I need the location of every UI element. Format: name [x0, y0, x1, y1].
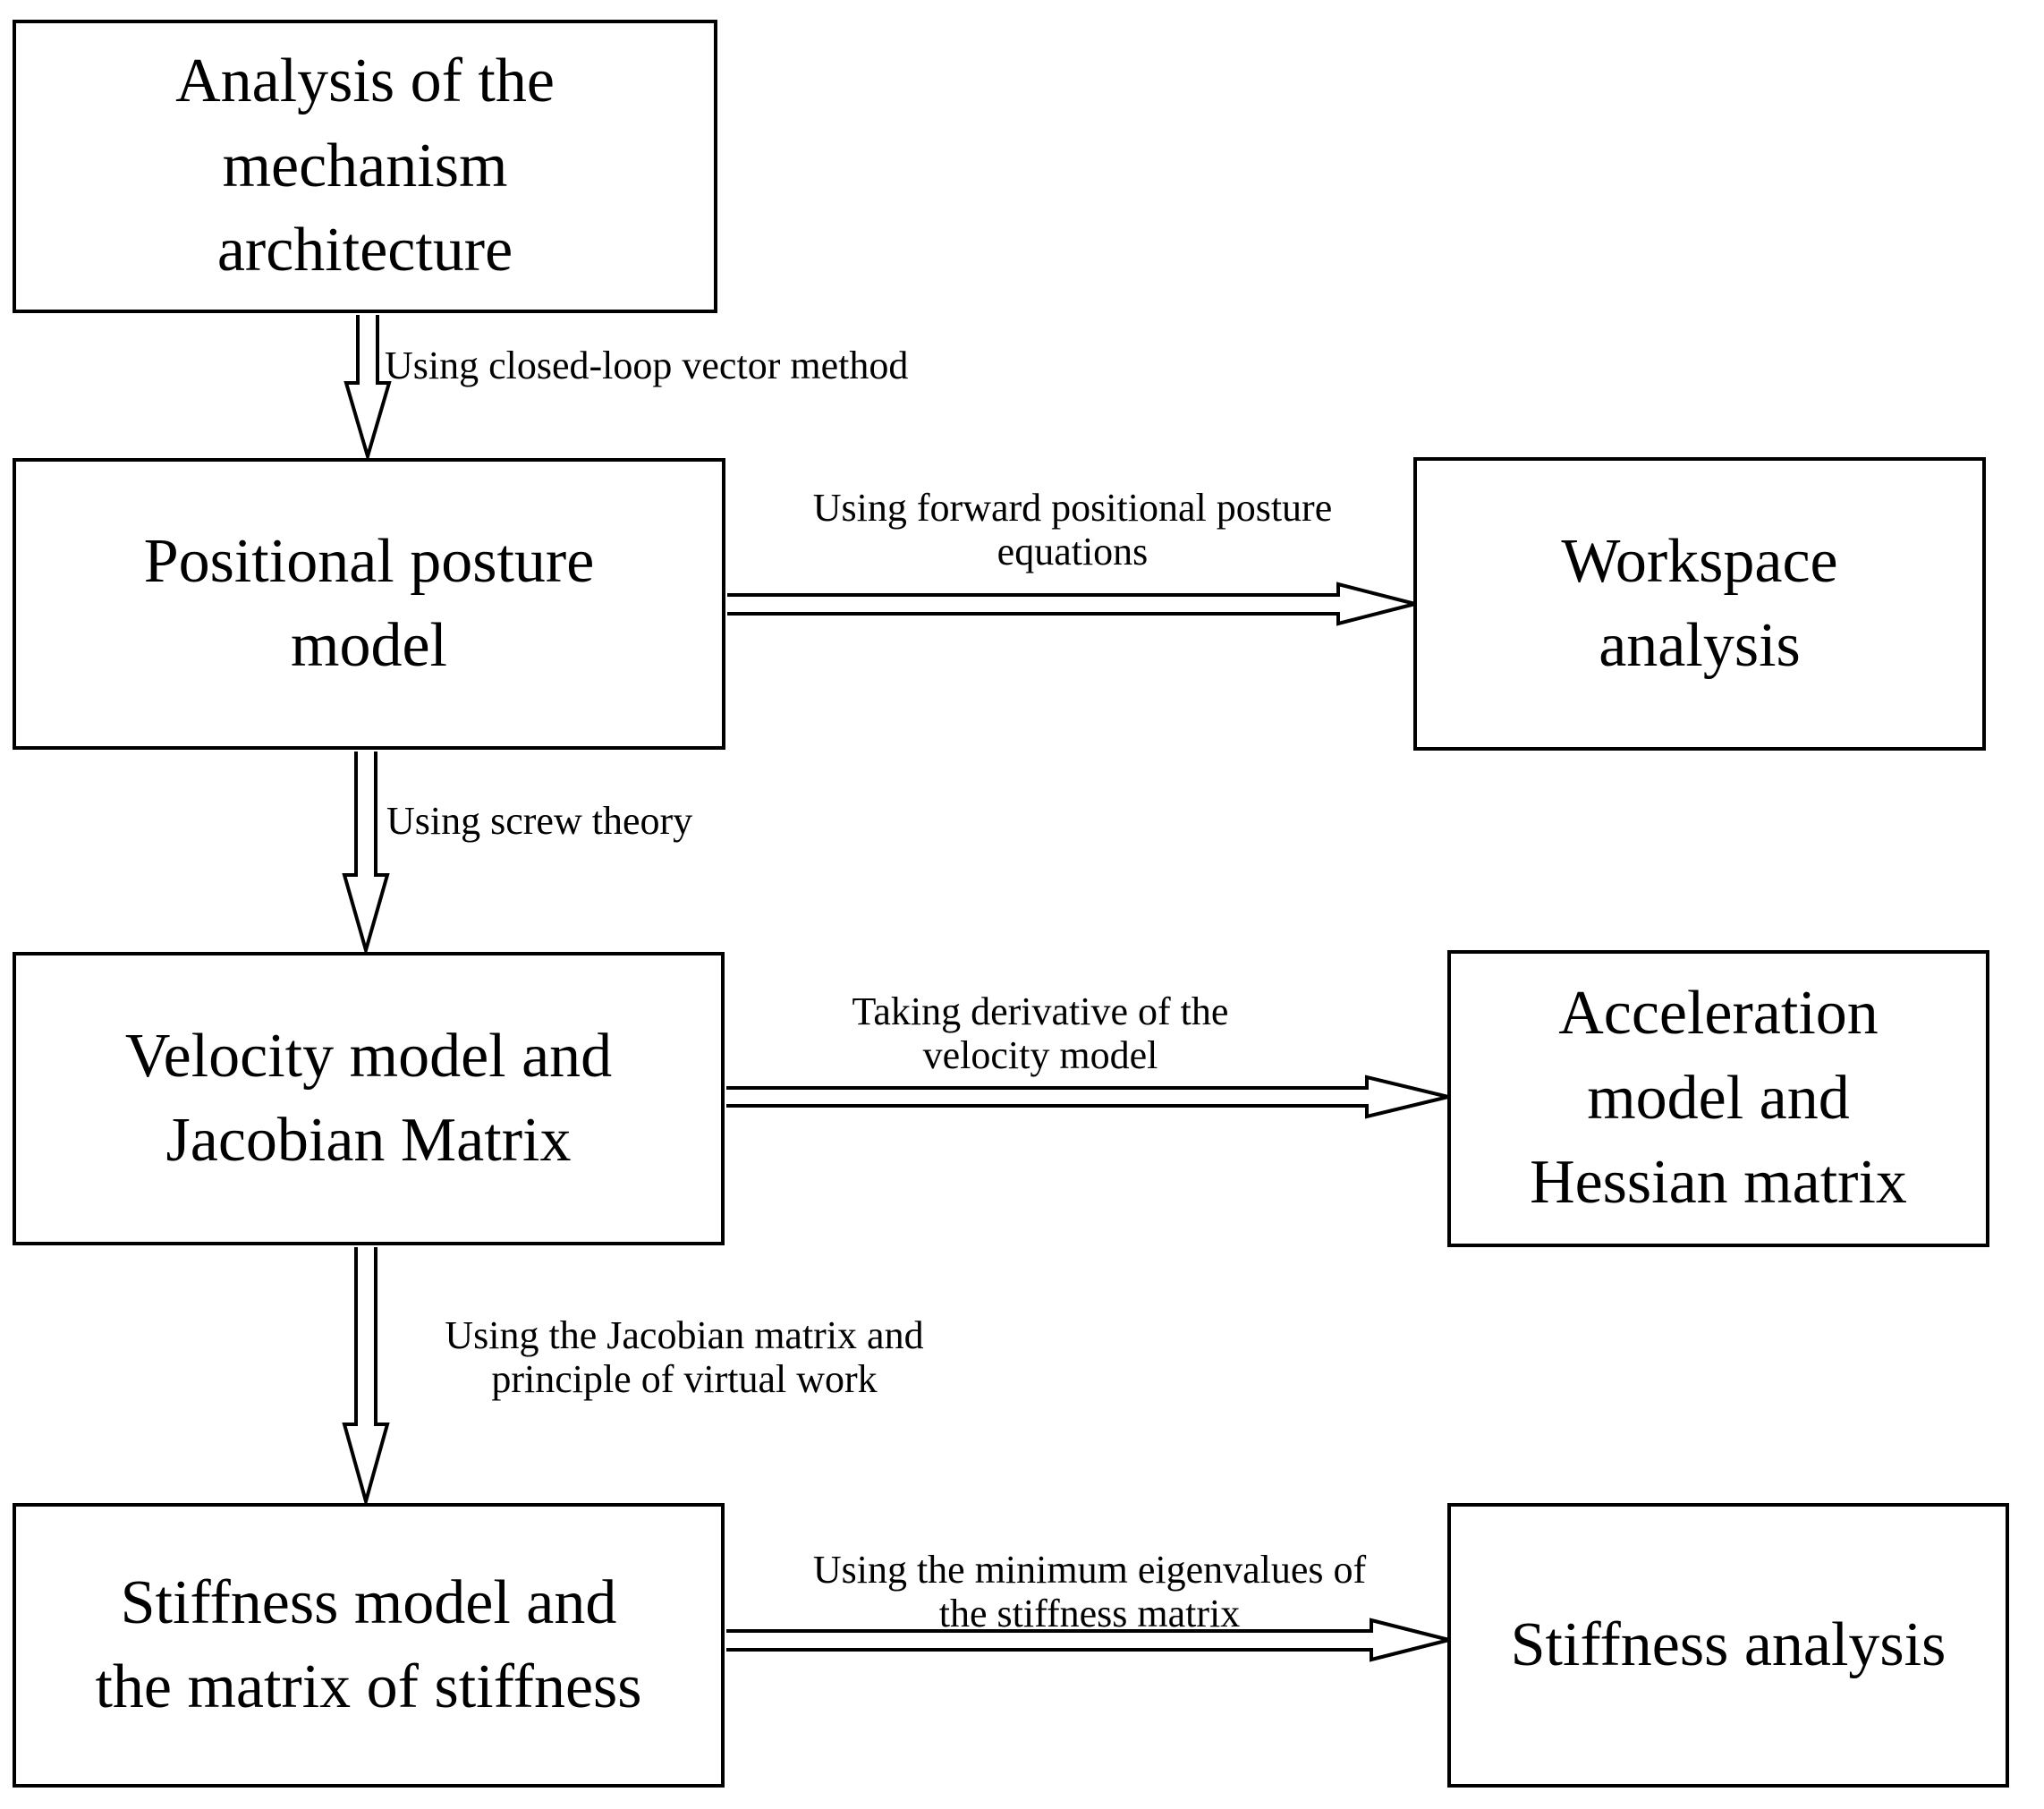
box-text-line: model and [1587, 1063, 1850, 1133]
box-workspace-analysis: Workspace analysis [1413, 457, 1986, 751]
box-text-line: Hessian matrix [1530, 1148, 1907, 1218]
box-text-line: Workspace [1561, 526, 1838, 596]
right-arrow-positional-to-workspace [727, 582, 1416, 626]
box-acceleration-hessian: Acceleration model and Hessian matrix [1447, 950, 1989, 1247]
box-text-line: Stiffness model and [120, 1567, 617, 1637]
label-text-line: equations [997, 530, 1149, 574]
label-text-line: Using the minimum eigenvalues of [812, 1548, 1367, 1592]
box-analysis-of-mechanism: Analysis of the mechanism architecture [13, 20, 717, 313]
arrow-label-jacobian-virtual-work: Using the Jacobian matrix and principle … [394, 1313, 975, 1402]
box-text-line: Stiffness analysis [1510, 1609, 1946, 1679]
label-text-line: Using the Jacobian matrix and [445, 1313, 924, 1357]
down-arrow-analysis-to-positional [343, 315, 392, 463]
label-text-line: Using forward positional posture [812, 486, 1333, 530]
label-text-line: principle of virtual work [491, 1357, 878, 1402]
box-text-line: analysis [1599, 611, 1801, 680]
box-text-line: architecture [216, 216, 513, 285]
label-text-line: the stiffness matrix [938, 1592, 1241, 1636]
box-text-line: Acceleration [1558, 979, 1879, 1049]
box-positional-posture-model: Positional posture model [13, 458, 725, 750]
down-arrow-positional-to-velocity [342, 752, 390, 957]
right-arrow-velocity-to-acceleration [726, 1074, 1449, 1119]
arrow-label-closed-loop-method: Using closed-loop vector method [385, 344, 908, 387]
box-text-line: model [291, 611, 447, 680]
arrow-label-screw-theory: Using screw theory [386, 799, 692, 843]
box-text-line: Velocity model and [124, 1021, 613, 1091]
label-text-line: Using closed-loop vector method [385, 344, 909, 387]
arrow-label-minimum-eigenvalues: Using the minimum eigenvalues of the sti… [769, 1548, 1410, 1636]
box-text-line: the matrix of stiffness [95, 1652, 642, 1721]
box-text-line: Analysis of the [175, 47, 555, 116]
box-text-line: Jacobian Matrix [165, 1106, 572, 1175]
label-text-line: Taking derivative of the [852, 989, 1229, 1033]
label-text-line: Using screw theory [386, 799, 693, 843]
down-arrow-velocity-to-stiffness [342, 1247, 390, 1508]
box-velocity-model-jacobian: Velocity model and Jacobian Matrix [13, 952, 725, 1245]
arrow-label-forward-posture-equations: Using forward positional posture equatio… [759, 486, 1386, 574]
box-text-line: mechanism [222, 131, 508, 200]
label-text-line: velocity model [922, 1033, 1158, 1078]
box-stiffness-model-matrix: Stiffness model and the matrix of stiffn… [13, 1503, 725, 1788]
box-stiffness-analysis: Stiffness analysis [1447, 1503, 2009, 1788]
arrow-label-derivative-velocity: Taking derivative of the velocity model [785, 989, 1295, 1078]
box-text-line: Positional posture [143, 526, 595, 596]
